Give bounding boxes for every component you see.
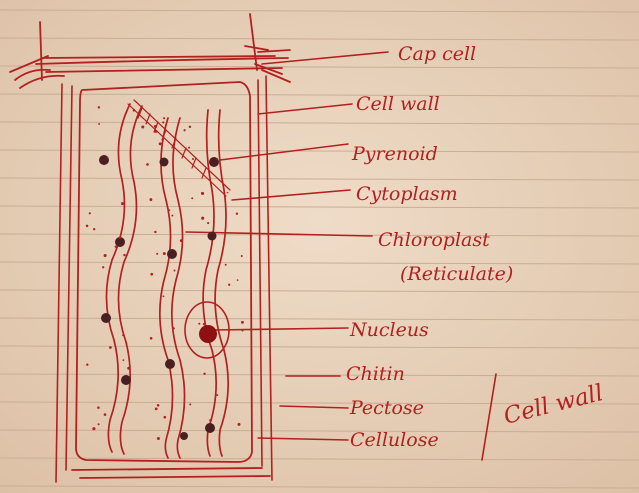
label-cellulose: Cellulose bbox=[350, 429, 439, 451]
label-pectose: Pectose bbox=[349, 397, 424, 419]
label-reticulate: (Reticulate) bbox=[400, 263, 513, 285]
label-chitin: Chitin bbox=[346, 363, 405, 385]
label-chloroplast: Chloroplast bbox=[378, 229, 490, 251]
label-cytoplasm: Cytoplasm bbox=[356, 183, 458, 205]
label-cap-cell: Cap cell bbox=[398, 43, 476, 65]
label-cell-wall: Cell wall bbox=[356, 93, 440, 115]
label-pyrenoid: Pyrenoid bbox=[351, 143, 438, 165]
nucleus bbox=[199, 325, 217, 343]
label-nucleus: Nucleus bbox=[349, 319, 429, 341]
